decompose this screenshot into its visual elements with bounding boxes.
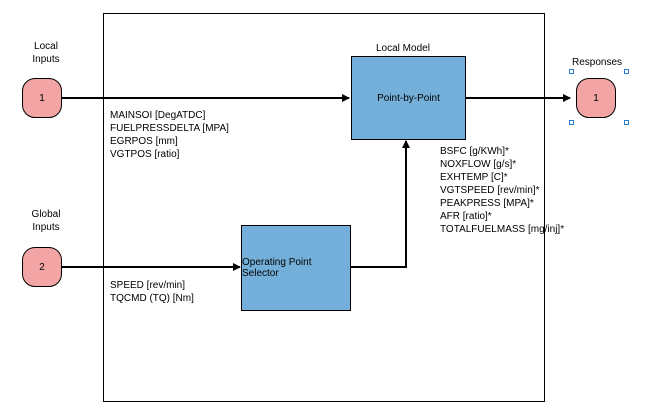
local-signal-list: MAINSOI [DegATDC] FUELPRESSDELTA [MPA] E… [110, 109, 229, 161]
local-model-title: Local Model [376, 43, 430, 54]
point-by-point-block[interactable]: Point-by-Point [351, 56, 466, 140]
operating-point-selector-label: Operating Point Selector [242, 257, 312, 279]
selection-handle[interactable] [569, 69, 574, 74]
response-signal: TOTALFUELMASS [mg/inj]* [440, 224, 565, 235]
responses-port-number: 1 [593, 92, 599, 104]
local-inputs-label-line2: Inputs [32, 54, 60, 65]
selection-handle[interactable] [624, 69, 629, 74]
local-signal: FUELPRESSDELTA [MPA] [110, 123, 229, 134]
response-signal: BSFC [g/KWh]* [440, 146, 509, 157]
global-inputs-port-number: 2 [39, 261, 45, 273]
response-signal: VGTSPEED [rev/min]* [440, 185, 540, 196]
local-inputs-port-number: 1 [39, 92, 45, 104]
global-inputs-label-line1: Global [31, 209, 61, 220]
local-inputs-port[interactable]: 1 [22, 78, 62, 118]
selector-to-model-wire [351, 140, 410, 268]
responses-port[interactable]: 1 [576, 78, 616, 118]
global-signal: TQCMD (TQ) [Nm] [110, 293, 194, 304]
global-inputs-label: Global Inputs [26, 208, 66, 234]
response-signal-list: BSFC [g/KWh]* NOXFLOW [g/s]* EXHTEMP [C]… [440, 145, 564, 236]
global-inputs-label-line2: Inputs [32, 222, 60, 233]
selection-handle[interactable] [569, 120, 574, 125]
response-signal: PEAKPRESS [MPA]* [440, 198, 534, 209]
global-inputs-port[interactable]: 2 [22, 247, 62, 287]
global-signal-list: SPEED [rev/min] TQCMD (TQ) [Nm] [110, 279, 194, 305]
subsystem-frame [103, 13, 545, 402]
selection-handle[interactable] [624, 120, 629, 125]
operating-point-selector-block[interactable]: Operating Point Selector [241, 225, 351, 311]
responses-label: Responses [572, 57, 623, 68]
local-signal: EGRPOS [mm] [110, 136, 178, 147]
global-signal: SPEED [rev/min] [110, 280, 186, 291]
response-signal: NOXFLOW [g/s]* [440, 159, 517, 170]
local-signal: VGTPOS [ratio] [110, 149, 180, 160]
local-signal: MAINSOI [DegATDC] [110, 110, 206, 121]
point-by-point-label: Point-by-Point [377, 92, 440, 104]
local-inputs-label-line1: Local [34, 41, 58, 52]
response-signal: AFR [ratio]* [440, 211, 492, 222]
response-signal: EXHTEMP [C]* [440, 172, 508, 183]
local-inputs-label: Local Inputs [26, 40, 66, 66]
